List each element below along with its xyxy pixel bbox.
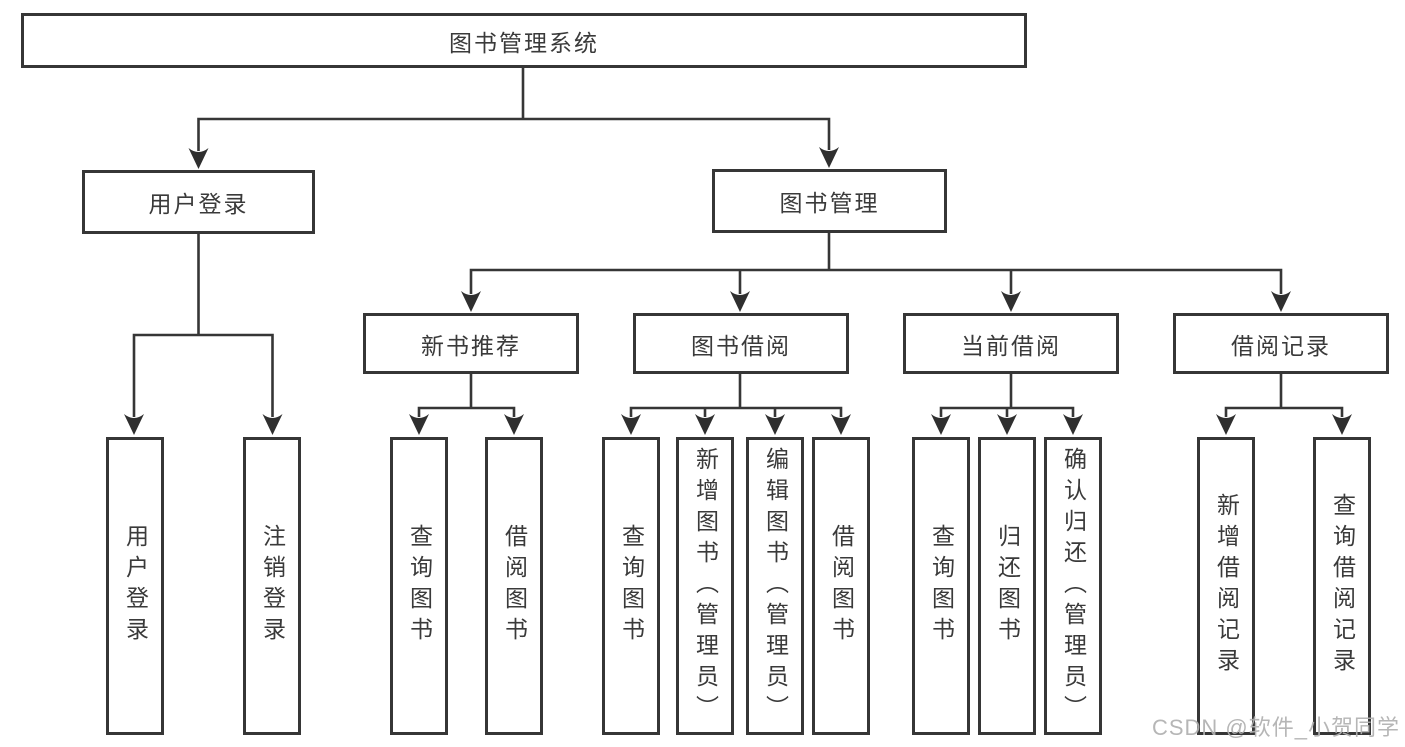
leaf-edit-books-admin: 编辑图书（管理员） xyxy=(746,437,804,735)
node-current-borrowing: 当前借阅 xyxy=(903,313,1119,374)
node-library-system: 图书管理系统 xyxy=(21,13,1027,68)
node-new-book-recommend-label: 新书推荐 xyxy=(421,332,521,359)
leaf-query-books-recommend: 查询图书 xyxy=(390,437,448,735)
watermark: CSDN @软件_小贺同学 xyxy=(1151,715,1400,740)
leaf-confirm-return-admin-label: 确认归还（管理员） xyxy=(1060,446,1087,726)
leaf-query-books-recommend-label: 查询图书 xyxy=(406,524,433,648)
leaf-query-borrow-record: 查询借阅记录 xyxy=(1313,437,1371,735)
leaf-query-books-current-label: 查询图书 xyxy=(928,524,955,648)
leaf-edit-books-admin-label: 编辑图书（管理员） xyxy=(762,446,789,726)
leaf-borrow-books-recommend-label: 借阅图书 xyxy=(501,524,528,648)
node-borrowing-records: 借阅记录 xyxy=(1173,313,1389,374)
leaf-add-borrow-record: 新增借阅记录 xyxy=(1197,437,1255,735)
leaf-return-books: 归还图书 xyxy=(978,437,1036,735)
node-book-borrowing: 图书借阅 xyxy=(633,313,849,374)
leaf-borrow-books-recommend: 借阅图书 xyxy=(485,437,543,735)
node-current-borrowing-label: 当前借阅 xyxy=(961,332,1061,359)
node-book-management-label: 图书管理 xyxy=(779,190,880,216)
leaf-user-login-label: 用户登录 xyxy=(122,524,149,648)
leaf-borrow-books: 借阅图书 xyxy=(812,437,870,735)
leaf-logout-label: 注销登录 xyxy=(259,524,286,648)
node-user-login-label: 用户登录 xyxy=(148,191,249,217)
node-user-login: 用户登录 xyxy=(82,170,315,234)
node-library-system-label: 图书管理系统 xyxy=(449,29,599,56)
leaf-return-books-label: 归还图书 xyxy=(994,524,1021,648)
leaf-add-books-admin-label: 新增图书（管理员） xyxy=(692,446,719,726)
leaf-query-books-borrow-label: 查询图书 xyxy=(618,524,645,648)
leaf-query-borrow-record-label: 查询借阅记录 xyxy=(1329,493,1356,679)
leaf-user-login: 用户登录 xyxy=(106,437,164,735)
node-new-book-recommend: 新书推荐 xyxy=(363,313,579,374)
leaf-query-books-borrow: 查询图书 xyxy=(602,437,660,735)
leaf-query-books-current: 查询图书 xyxy=(912,437,970,735)
leaf-borrow-books-label: 借阅图书 xyxy=(828,524,855,648)
node-book-management: 图书管理 xyxy=(712,169,947,233)
leaf-confirm-return-admin: 确认归还（管理员） xyxy=(1044,437,1102,735)
leaf-add-books-admin: 新增图书（管理员） xyxy=(676,437,734,735)
node-borrowing-records-label: 借阅记录 xyxy=(1231,332,1331,359)
node-book-borrowing-label: 图书借阅 xyxy=(691,332,791,359)
leaf-logout: 注销登录 xyxy=(243,437,301,735)
leaf-add-borrow-record-label: 新增借阅记录 xyxy=(1213,493,1240,679)
